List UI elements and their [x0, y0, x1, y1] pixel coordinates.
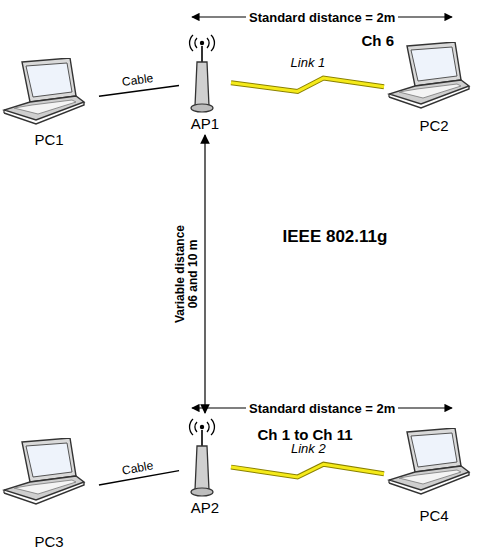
laptop-icon [387, 42, 471, 112]
access-point: AP2 [182, 416, 228, 516]
access-point-icon [182, 416, 222, 500]
device-label: AP2 [182, 499, 228, 516]
cable-label: Cable [119, 458, 156, 477]
laptop-icon [2, 438, 86, 508]
device-label: PC2 [387, 117, 481, 134]
dimension-label: Standard distance = 2m [246, 401, 398, 416]
link-label: Link 2 [289, 442, 328, 455]
laptop-icon [2, 58, 86, 128]
cable-line [99, 85, 179, 96]
laptop-pc: PC2 [387, 42, 481, 134]
device-label: PC4 [387, 507, 481, 524]
device-label: PC1 [2, 131, 96, 148]
laptop-pc: PC3 [2, 438, 96, 550]
link-label: Link 1 [289, 56, 328, 69]
dimension-label: Standard distance = 2m [246, 10, 398, 25]
device-label: AP1 [182, 115, 228, 132]
access-point: AP1 [182, 32, 228, 132]
cable-label: Cable [119, 72, 156, 90]
access-point-icon [182, 32, 222, 116]
standard-label: IEEE 802.11g [280, 227, 391, 246]
laptop-icon [387, 428, 471, 498]
distance-arrow [205, 135, 206, 413]
wireless-link [231, 78, 384, 91]
channel-label: Ch 6 [359, 32, 398, 49]
channel-label: Ch 1 to Ch 11 [255, 426, 356, 443]
device-label: PC3 [2, 533, 96, 550]
wireless-link [231, 464, 384, 477]
laptop-pc: PC4 [387, 428, 481, 524]
distance-label: Variable distance 06 and 10 m [174, 216, 200, 332]
laptop-pc: PC1 [2, 58, 96, 148]
